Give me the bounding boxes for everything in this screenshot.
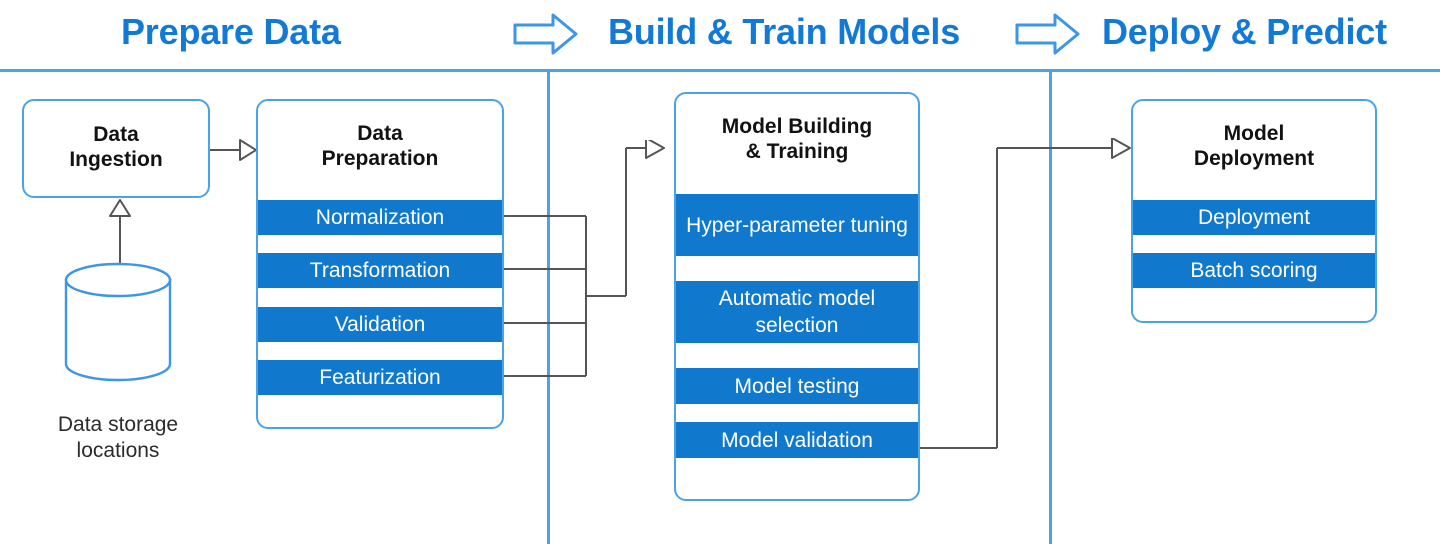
band-automatic-model-selection[interactable]: Automatic model selection [676,281,918,343]
phase-title-build-train-models: Build & Train Models [608,11,961,52]
box-model-building-title-line2: & Training [745,140,849,163]
connector-model-validation-to-deployment [920,138,1131,449]
box-data-ingestion-title-line2: Ingestion [69,148,163,171]
storage-label-line2: locations [76,439,160,462]
header-divider-horizontal [0,69,1440,72]
band-model-testing[interactable]: Model testing [676,368,918,404]
band-batch-scoring[interactable]: Batch scoring [1133,253,1375,288]
storage-label-line1: Data storage [57,413,179,436]
box-model-deployment-title-line2: Deployment [1193,147,1315,170]
phase-title-prepare-data: Prepare Data [121,11,341,52]
box-model-deployment[interactable]: Model Deployment Deployment Batch scorin… [1131,99,1377,323]
connector-storage-to-ingestion [109,199,131,268]
box-data-ingestion-title-line1: Data [93,123,139,146]
band-transformation[interactable]: Transformation [258,253,502,288]
band-deployment[interactable]: Deployment [1133,200,1375,235]
band-hyper-parameter-tuning[interactable]: Hyper-parameter tuning [676,194,918,256]
band-validation[interactable]: Validation [258,307,502,342]
box-data-preparation[interactable]: Data Preparation Normalization Transform… [256,99,504,429]
connector-ingestion-to-preparation [210,139,257,161]
box-data-ingestion[interactable]: Data Ingestion [22,99,210,198]
box-model-building-title-line1: Model Building [721,115,873,138]
column-divider-1 [547,69,550,544]
phase-arrow-1-icon [513,12,579,61]
column-divider-2 [1049,69,1052,544]
phase-title-deploy-predict: Deploy & Predict [1102,11,1387,52]
box-data-preparation-title-line2: Preparation [321,147,439,170]
box-model-building-training[interactable]: Model Building & Training Hyper-paramete… [674,92,920,501]
box-data-preparation-title-line1: Data [357,122,403,145]
connector-preparation-to-model-building [504,140,665,377]
band-normalization[interactable]: Normalization [258,200,502,235]
phase-arrow-2-icon [1015,12,1081,61]
band-featurization[interactable]: Featurization [258,360,502,395]
band-model-validation[interactable]: Model validation [676,422,918,458]
box-model-deployment-title-line1: Model [1223,122,1285,145]
database-cylinder-icon [64,262,172,382]
